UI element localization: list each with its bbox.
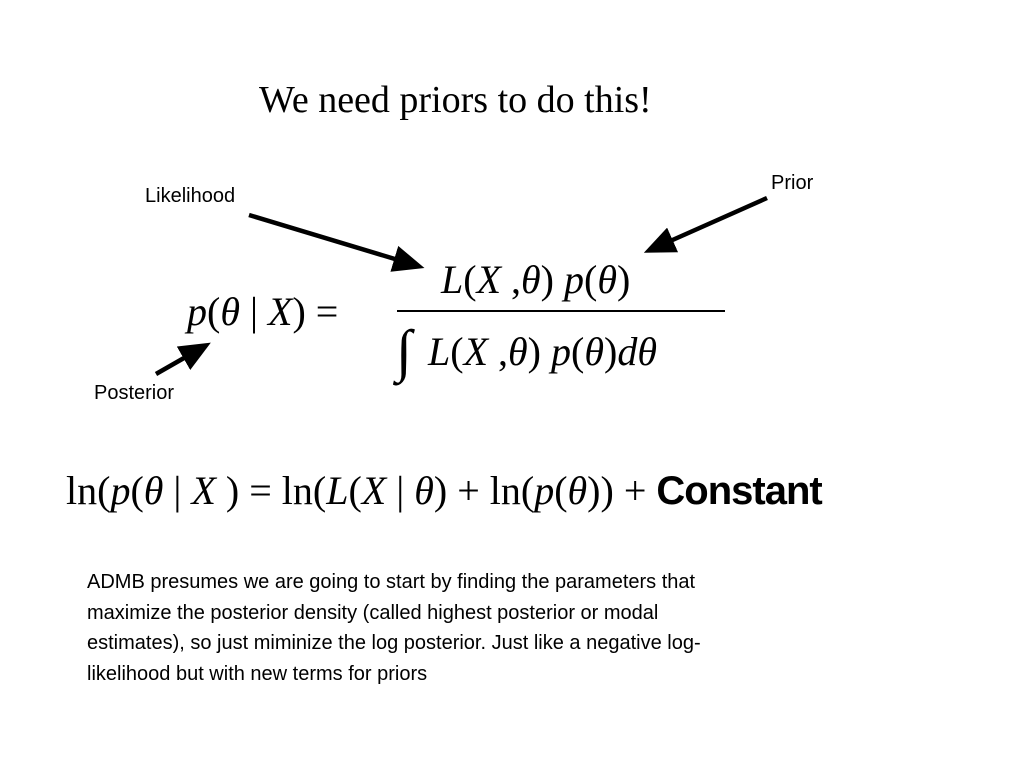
log-posterior-equation: ln(p(θ | X ) = ln(L(X | θ) + ln(p(θ)) + …: [66, 468, 823, 513]
integral-sign: ∫: [396, 318, 412, 383]
body-line-4: likelihood but with new terms for priors: [87, 662, 428, 685]
body-line-1: ADMB presumes we are going to start by f…: [87, 571, 696, 593]
prior-label: Prior: [771, 172, 814, 194]
prior-arrow: [643, 195, 768, 253]
body-paragraph: ADMB presumes we are going to start by f…: [87, 567, 907, 689]
denominator-expression: L(X ,θ) p(θ)dθ: [428, 329, 657, 374]
slide-title: We need priors to do this!: [259, 79, 652, 121]
body-line-2: maximize the posterior density (called h…: [87, 601, 659, 624]
numerator-expression: L(X ,θ) p(θ): [441, 257, 631, 302]
posterior-arrow: [154, 342, 211, 376]
body-line-3: estimates), so just miminize the log pos…: [87, 632, 701, 654]
likelihood-arrow: [248, 212, 425, 272]
posterior-expression: p(θ | X) =: [187, 289, 339, 334]
constant-term: Constant: [656, 469, 822, 513]
posterior-label: Posterior: [94, 382, 175, 404]
likelihood-label: Likelihood: [145, 185, 236, 207]
